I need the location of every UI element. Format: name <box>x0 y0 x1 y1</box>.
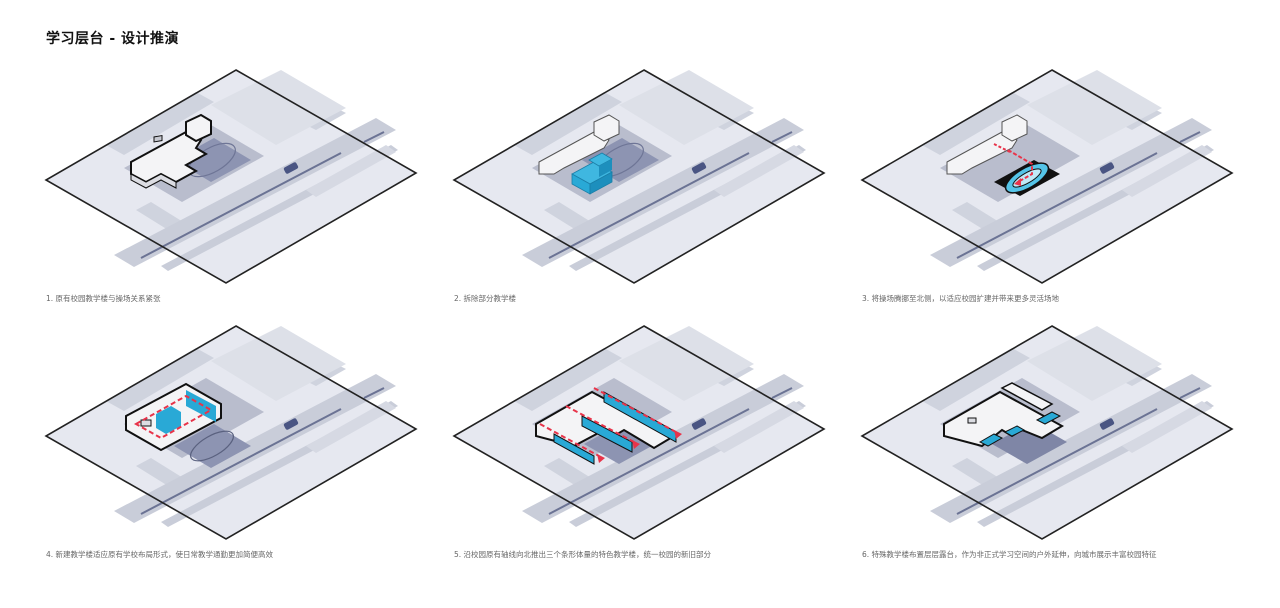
diagram-panel-4 <box>45 325 426 586</box>
isometric-site-diagram-6 <box>861 325 1233 540</box>
caption-step-2: 2. 拆除部分教学楼 <box>454 294 517 303</box>
isometric-site-diagram-3 <box>861 69 1233 284</box>
caption-step-1: 1. 原有校园教学楼与操场关系紧张 <box>46 294 161 303</box>
isometric-site-diagram-5 <box>453 325 825 540</box>
isometric-site-diagram-1 <box>45 69 417 284</box>
isometric-site-diagram-4 <box>45 325 417 540</box>
diagram-panel-1 <box>45 69 426 330</box>
caption-step-4: 4. 新建教学楼适应原有学校布局形式，使日常教学通勤更加简便高效 <box>46 550 274 559</box>
diagram-panel-6 <box>861 325 1242 586</box>
diagram-panel-2 <box>453 69 834 330</box>
caption-step-5: 5. 沿校园原有轴线向北推出三个条形体量的特色教学楼，统一校园的新旧部分 <box>454 550 712 559</box>
page-title: 学习层台 - 设计推演 <box>46 31 180 47</box>
caption-step-3: 3. 将操场腾挪至北侧，以适应校园扩建并带来更多灵活场地 <box>862 294 1060 303</box>
diagram-panel-5 <box>453 325 834 586</box>
diagram-panel-3 <box>861 69 1242 330</box>
isometric-site-diagram-2 <box>453 69 825 284</box>
caption-step-6: 6. 特殊教学楼布置层层露台，作为非正式学习空间的户外延伸，向城市展示丰富校园特… <box>862 550 1157 559</box>
